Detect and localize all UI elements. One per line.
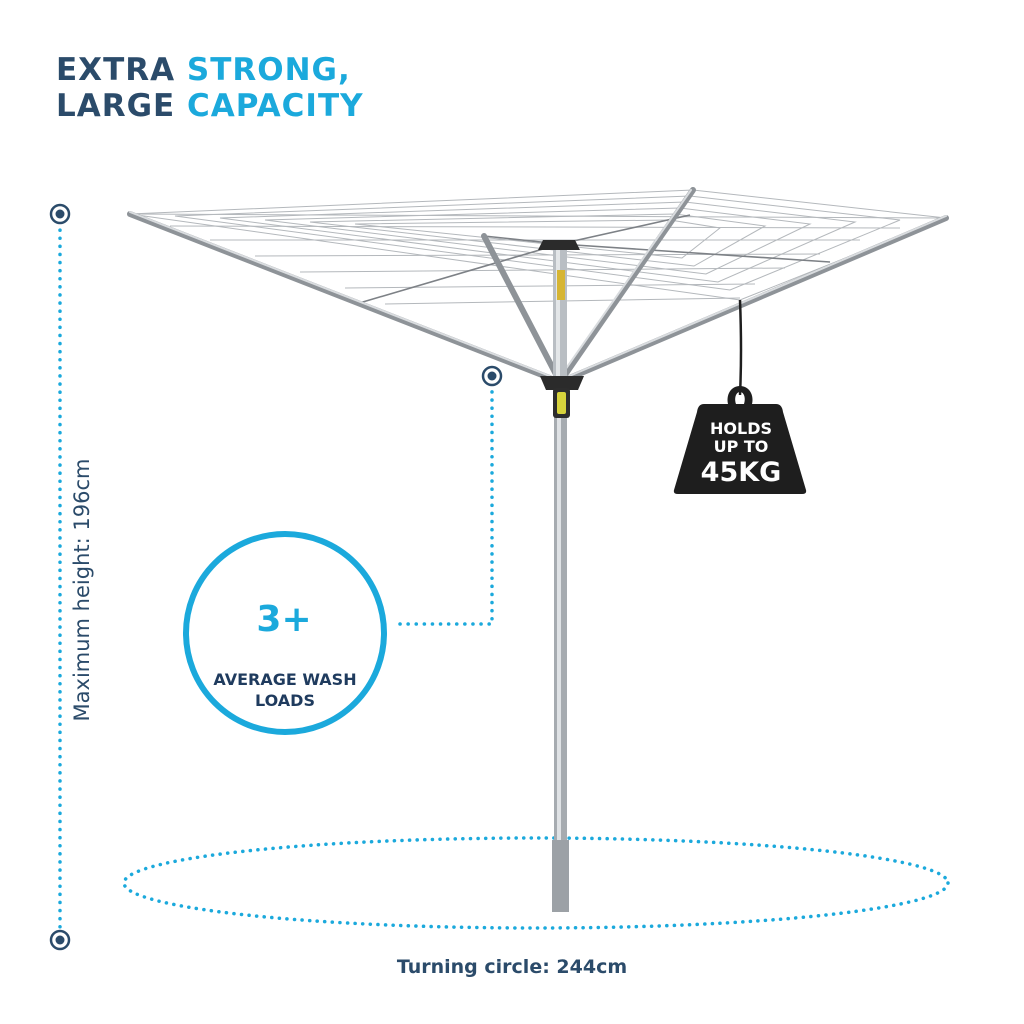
weight-line-holds: HOLDS xyxy=(710,419,772,438)
turning-circle-label: Turning circle: 244cm xyxy=(396,956,628,978)
rotary-airer-icon xyxy=(127,187,949,912)
wash-loads-badge: 3+ AVERAGE WASH LOADS xyxy=(183,531,387,735)
headline-word-strong: STRONG, xyxy=(186,52,351,88)
weight-line-up-to: UP TO xyxy=(713,437,769,456)
wash-loads-label: AVERAGE WASH LOADS xyxy=(189,669,381,711)
weight-line-45kg: 45KG xyxy=(700,457,782,488)
headline-word-extra: EXTRA xyxy=(56,52,176,88)
headline-word-large: LARGE xyxy=(56,88,176,124)
badge-connector-line xyxy=(398,365,503,626)
weight-icon xyxy=(673,386,807,494)
wash-loads-label-line2: LOADS xyxy=(255,691,315,710)
weight-capacity-text: HOLDS UP TO 45KG xyxy=(674,420,808,490)
height-dimension-line xyxy=(49,203,71,951)
headline: EXTRA STRONG, LARGE CAPACITY xyxy=(56,52,364,124)
wash-loads-count: 3+ xyxy=(256,599,312,640)
maximum-height-label: Maximum height: 196cm xyxy=(70,458,94,722)
turning-circle-ellipse xyxy=(122,836,950,930)
headline-word-capacity: CAPACITY xyxy=(187,88,364,124)
wash-loads-label-line1: AVERAGE WASH xyxy=(213,670,357,689)
